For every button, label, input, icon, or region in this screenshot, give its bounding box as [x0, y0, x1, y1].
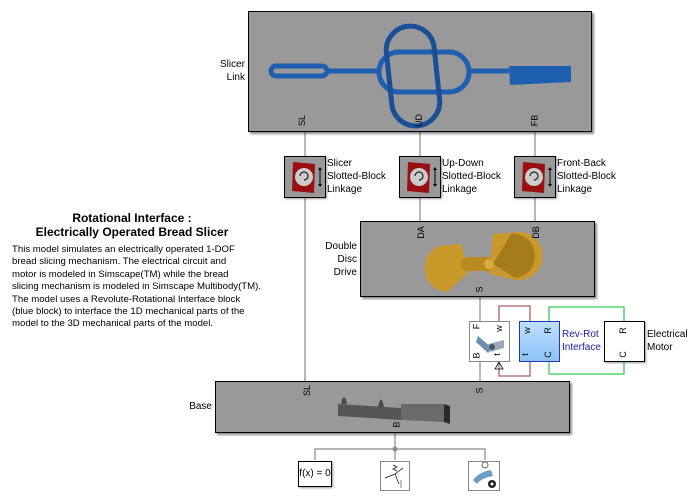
frontback-slotted-block[interactable] [514, 156, 556, 198]
port-c: C [617, 351, 628, 358]
slicer-slotted-block[interactable] [284, 156, 326, 198]
label-line: Motor [647, 342, 673, 353]
desc-line: model to the 3D mechanical parts of the … [12, 318, 214, 330]
base-label: Base [189, 401, 212, 412]
label-line: Linkage [557, 184, 593, 195]
blade [509, 66, 571, 85]
label-line: Rev-Rot [562, 329, 599, 340]
desc-line: The model uses a Revolute-Rotational Int… [12, 293, 241, 305]
port-w: w [493, 325, 504, 332]
base-graphic [338, 397, 450, 424]
slotted-block-icon [407, 162, 437, 193]
label-line: Double [325, 241, 357, 252]
slotted-block-icon [522, 162, 552, 193]
port-c: C [542, 351, 553, 358]
desc-line: (blue block) to interface the 1D mechani… [12, 306, 245, 318]
slicer-link-graphic [268, 23, 571, 129]
revolute-joint-block[interactable]: F B w t [469, 321, 510, 362]
slot-loop [268, 63, 330, 79]
label-line: Drive [333, 267, 357, 278]
port-ud: UD [414, 114, 424, 127]
desc-line: motor is modeled in Simscape(TM) while t… [12, 268, 229, 280]
motor-label: Electrical Motor [647, 328, 688, 354]
label-line: Front-Back [557, 158, 606, 169]
slotted-block-icon [292, 162, 322, 193]
label-line: Link [226, 72, 245, 83]
port-t: t [519, 353, 530, 356]
label-line: Slicer [219, 59, 245, 70]
port-b: B [391, 421, 402, 428]
horizontal-loop [376, 49, 472, 95]
label-line: Slicer [327, 158, 353, 169]
mechanism-config-block[interactable] [380, 461, 410, 491]
port-t: t [491, 353, 502, 356]
wire-t-signal[interactable] [498, 361, 531, 377]
label-line: Disc [337, 254, 357, 265]
port-s: S [474, 387, 485, 394]
label-line: Interface [562, 342, 601, 353]
base-block[interactable]: SL S B [215, 381, 570, 433]
port-db: DB [530, 226, 541, 239]
desc-line: slicing mechanism is modeled in Simscape… [12, 281, 261, 293]
wire-w-signal[interactable] [498, 305, 531, 321]
label-line: Slotted-Block [442, 171, 501, 182]
port-da: DA [415, 226, 426, 239]
wire-elec-c[interactable] [548, 361, 625, 375]
title-line-2: Electrically Operated Bread Slicer [35, 225, 229, 239]
junction-dot [392, 446, 398, 452]
port-r: R [617, 327, 628, 334]
title-line-1: Rotational Interface : [72, 211, 192, 225]
wire-bus-bottom[interactable] [314, 448, 486, 460]
double-disc-graphic [424, 232, 543, 292]
port-s: S [474, 286, 485, 293]
world-frame-block[interactable] [468, 461, 500, 491]
slicer-link-label: Slicer Link [200, 58, 245, 84]
updown-slotted-block[interactable] [399, 156, 441, 198]
desc-line: This model simulates an electrically ope… [12, 244, 235, 255]
world-frame-gear-icon [473, 461, 496, 488]
desc-line: bread slicing mechanism. The electrical … [12, 256, 227, 268]
port-f: F [471, 323, 482, 330]
label-line: Up-Down [442, 158, 484, 169]
vertical-loop [383, 23, 443, 129]
label-line: Linkage [327, 184, 363, 195]
label-line: Electrical [647, 329, 688, 340]
revolute-joint-icon [476, 336, 504, 353]
port-r: R [542, 327, 553, 334]
gravity-config-icon [384, 464, 404, 488]
rev-rot-label: Rev-Rot Interface [562, 328, 601, 354]
model-description: This model simulates an electrically ope… [12, 244, 282, 331]
electrical-motor-block[interactable]: R C [604, 321, 645, 362]
double-disc-block[interactable]: DA DB S [360, 221, 595, 297]
port-b: B [471, 352, 482, 359]
label-line: Slotted-Block [327, 171, 386, 182]
frontback-linkage-label: Front-Back Slotted-Block Linkage [557, 157, 616, 196]
updown-linkage-label: Up-Down Slotted-Block Linkage [442, 157, 501, 196]
label-line: Slotted-Block [557, 171, 616, 182]
t-arrow-icon [494, 361, 504, 370]
port-sl: SL [302, 384, 313, 397]
label-line: Linkage [442, 184, 478, 195]
port-fb: FB [529, 114, 540, 127]
slicer-linkage-label: Slicer Slotted-Block Linkage [327, 157, 386, 196]
model-title: Rotational Interface : Electrically Oper… [2, 211, 262, 239]
rev-rot-interface-block[interactable]: w R t C [519, 321, 560, 362]
solver-config-block[interactable]: f(x) = 0 [298, 461, 332, 487]
port-sl: SL [297, 114, 308, 127]
double-disc-label: Double Disc Drive [310, 240, 357, 279]
wire-elec-r[interactable] [548, 306, 625, 321]
slicer-link-block[interactable]: SL UD FB [248, 11, 592, 132]
port-w: w [521, 327, 532, 334]
